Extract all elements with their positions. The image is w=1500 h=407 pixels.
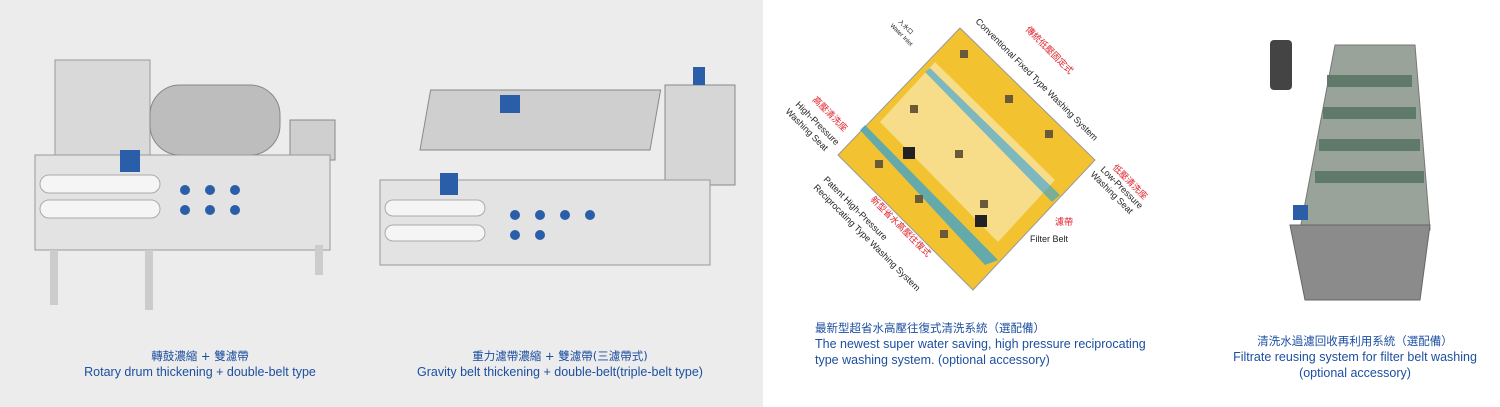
product-caption-gravity-belt: 重力濾帶濃縮 + 雙濾帶(三濾帶式) Gravity belt thickeni… <box>380 348 740 380</box>
caption-en: Gravity belt thickening + double-belt(tr… <box>417 365 703 379</box>
caption-en-line2: (optional accessory) <box>1299 366 1411 380</box>
washing-system-diagram: Conventional Fixed Type Washing System 傳… <box>784 16 1151 293</box>
product-caption-washing-system: 最新型超省水高壓往復式清洗系統（選配備） The newest super wa… <box>815 320 1175 368</box>
rotary-drum-machine-image <box>34 59 336 310</box>
caption-en: Rotary drum thickening + double-belt typ… <box>84 365 316 379</box>
gravity-belt-machine-image <box>379 67 736 266</box>
caption-en-line2: type washing system. (optional accessory… <box>815 353 1050 367</box>
caption-zh: 清洗水過濾回收再利用系統（選配備） <box>1257 334 1453 348</box>
product-caption-filtrate-reuse: 清洗水過濾回收再利用系統（選配備） Filtrate reusing syste… <box>1215 333 1495 381</box>
filter-belt-label-en: Filter Belt <box>1030 234 1069 244</box>
filter-belt-label-zh: 濾帶 <box>1055 216 1073 227</box>
filtrate-tank-image <box>1270 40 1431 301</box>
caption-en-line1: The newest super water saving, high pres… <box>815 337 1146 351</box>
caption-zh: 重力濾帶濃縮 + 雙濾帶(三濾帶式) <box>472 349 648 363</box>
caption-zh: 最新型超省水高壓往復式清洗系統（選配備） <box>815 321 1045 335</box>
product-caption-rotary-drum: 轉鼓濃縮 + 雙濾帶 Rotary drum thickening + doub… <box>40 348 360 380</box>
caption-zh: 轉鼓濃縮 + 雙濾帶 <box>151 349 249 363</box>
caption-en-line1: Filtrate reusing system for filter belt … <box>1233 350 1477 364</box>
